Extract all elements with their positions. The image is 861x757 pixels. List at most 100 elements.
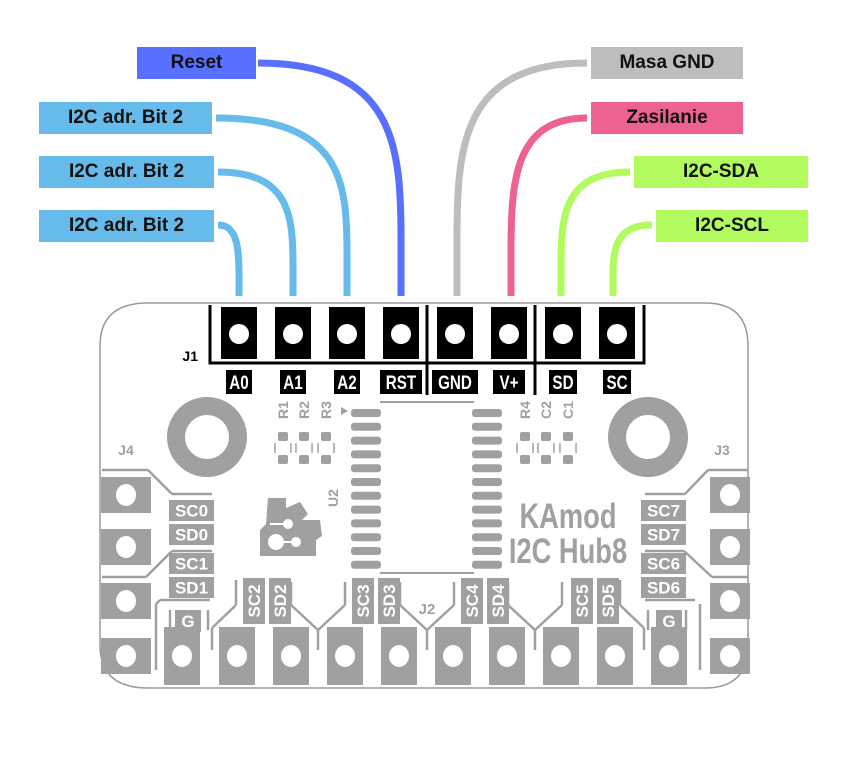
j1-pad-hole	[229, 324, 249, 344]
j1-pad-hole	[499, 324, 519, 344]
smd-pad	[541, 432, 551, 441]
u2-label: U2	[325, 489, 341, 507]
j1-pin-label: V+	[499, 371, 518, 393]
smd-label: R3	[318, 401, 334, 419]
trace-line	[534, 604, 563, 631]
pad-hole	[335, 645, 355, 667]
pad-hole	[497, 645, 517, 667]
ic-pin	[472, 505, 502, 514]
ic-u2	[341, 401, 502, 574]
right-side-label-bg	[641, 553, 686, 574]
ic-pin	[351, 547, 381, 555]
pad-hole	[227, 645, 247, 667]
left-ground-label: G	[181, 612, 194, 631]
callout-scl-text: I2C-SCL	[695, 215, 769, 236]
smd-pad	[321, 432, 331, 441]
callout-address-bit-a1: I2C adr. Bit 2	[39, 156, 214, 188]
callout-reset-text: Reset	[170, 52, 223, 73]
callout-power-text: Zasilanie	[626, 107, 708, 128]
pad-hole	[720, 590, 740, 612]
smd-pad	[278, 455, 288, 464]
j1-pin-label-bg	[380, 370, 422, 394]
left-side-label-bg	[169, 577, 214, 598]
smd-pad	[299, 455, 309, 464]
bottom-port-label-bg	[269, 578, 291, 624]
component-footprints	[516, 432, 577, 464]
callout-address-bit-a1-text: I2C adr. Bit 2	[68, 161, 185, 182]
left-side-label: SD0	[175, 526, 208, 545]
trace-line	[619, 604, 645, 629]
j1-pin-label-bg	[334, 370, 360, 394]
wire-sd	[557, 168, 631, 296]
ic-pin	[472, 491, 502, 500]
j1-pad-hole	[445, 324, 465, 344]
j1-pad-hole	[391, 324, 411, 344]
j1-pin-label-bg	[549, 370, 577, 394]
trace-line	[426, 604, 455, 631]
smd-pad	[321, 455, 331, 464]
smd-pad	[541, 455, 551, 464]
j3-label: J3	[714, 442, 730, 458]
smd-pad	[563, 432, 573, 441]
ic-pin	[351, 533, 381, 542]
j1-pin-label-bg	[226, 370, 252, 394]
smd-pad	[563, 455, 573, 464]
wires	[215, 59, 653, 296]
j1-pin-label-bg	[280, 370, 306, 394]
callout-sda-text: I2C-SDA	[682, 161, 759, 182]
bottom-port-label-bg	[571, 578, 593, 624]
callout-gnd: Masa GND	[591, 47, 743, 79]
pad-hole	[551, 645, 571, 667]
wire-a2	[215, 114, 351, 296]
open-hardware-logo-icon	[260, 498, 322, 556]
smd-label: R1	[275, 401, 291, 419]
j1-pin-label: SC	[606, 371, 627, 393]
pin1-marker-icon	[341, 407, 348, 415]
pad-hole	[116, 590, 136, 612]
board-name-line2: I2C Hub8	[509, 532, 627, 571]
bottom-port-label: SC4	[463, 584, 482, 618]
callout-gnd-text: Masa GND	[619, 52, 715, 73]
connector-pads	[101, 477, 750, 685]
j1-pin-label: A0	[229, 371, 248, 393]
right-side-label: SC7	[647, 502, 680, 521]
bottom-port-label: SD3	[380, 584, 399, 617]
left-ground-label-bg	[175, 610, 201, 632]
right-side-label-bg	[641, 500, 686, 521]
ic-pin	[472, 560, 502, 569]
pad-hole	[116, 484, 136, 506]
callout-sda: I2C-SDA	[634, 156, 808, 188]
ic-pin	[472, 533, 502, 542]
smd-pad	[278, 432, 288, 441]
j1-pin-label-bg	[432, 370, 478, 394]
bottom-port-label: SD5	[599, 584, 618, 617]
wire-sc	[609, 221, 653, 296]
ic-pin	[472, 464, 502, 473]
trace-line	[211, 604, 237, 629]
bottom-port-label: SC2	[245, 584, 264, 617]
resistor-footprints	[274, 432, 335, 464]
pad-hole	[659, 645, 679, 667]
j1-pin-label: RST	[386, 371, 417, 393]
j1-pad-hole	[283, 324, 303, 344]
bottom-port-label-bg	[487, 578, 509, 624]
ic-pin	[351, 436, 381, 445]
j1-pin-label: SD	[552, 371, 573, 393]
left-side-label: SC0	[175, 502, 208, 521]
smd-label: C2	[538, 401, 554, 419]
bottom-port-label: SC3	[354, 584, 373, 617]
trace-line	[399, 604, 428, 631]
pad-hole	[172, 645, 192, 667]
right-ground-label: G	[662, 612, 675, 631]
pad-hole	[116, 645, 136, 667]
pad-hole	[116, 536, 136, 558]
trace-line	[145, 550, 173, 578]
trace-line	[507, 604, 536, 631]
smd-pad	[520, 432, 530, 441]
callout-address-bit-a2: I2C adr. Bit 2	[39, 102, 212, 134]
right-ground-label-bg	[656, 610, 682, 632]
smd-pad	[520, 455, 530, 464]
right-side-label: SD6	[647, 579, 680, 598]
j4-label: J4	[118, 442, 134, 458]
ic-pin	[472, 436, 502, 445]
